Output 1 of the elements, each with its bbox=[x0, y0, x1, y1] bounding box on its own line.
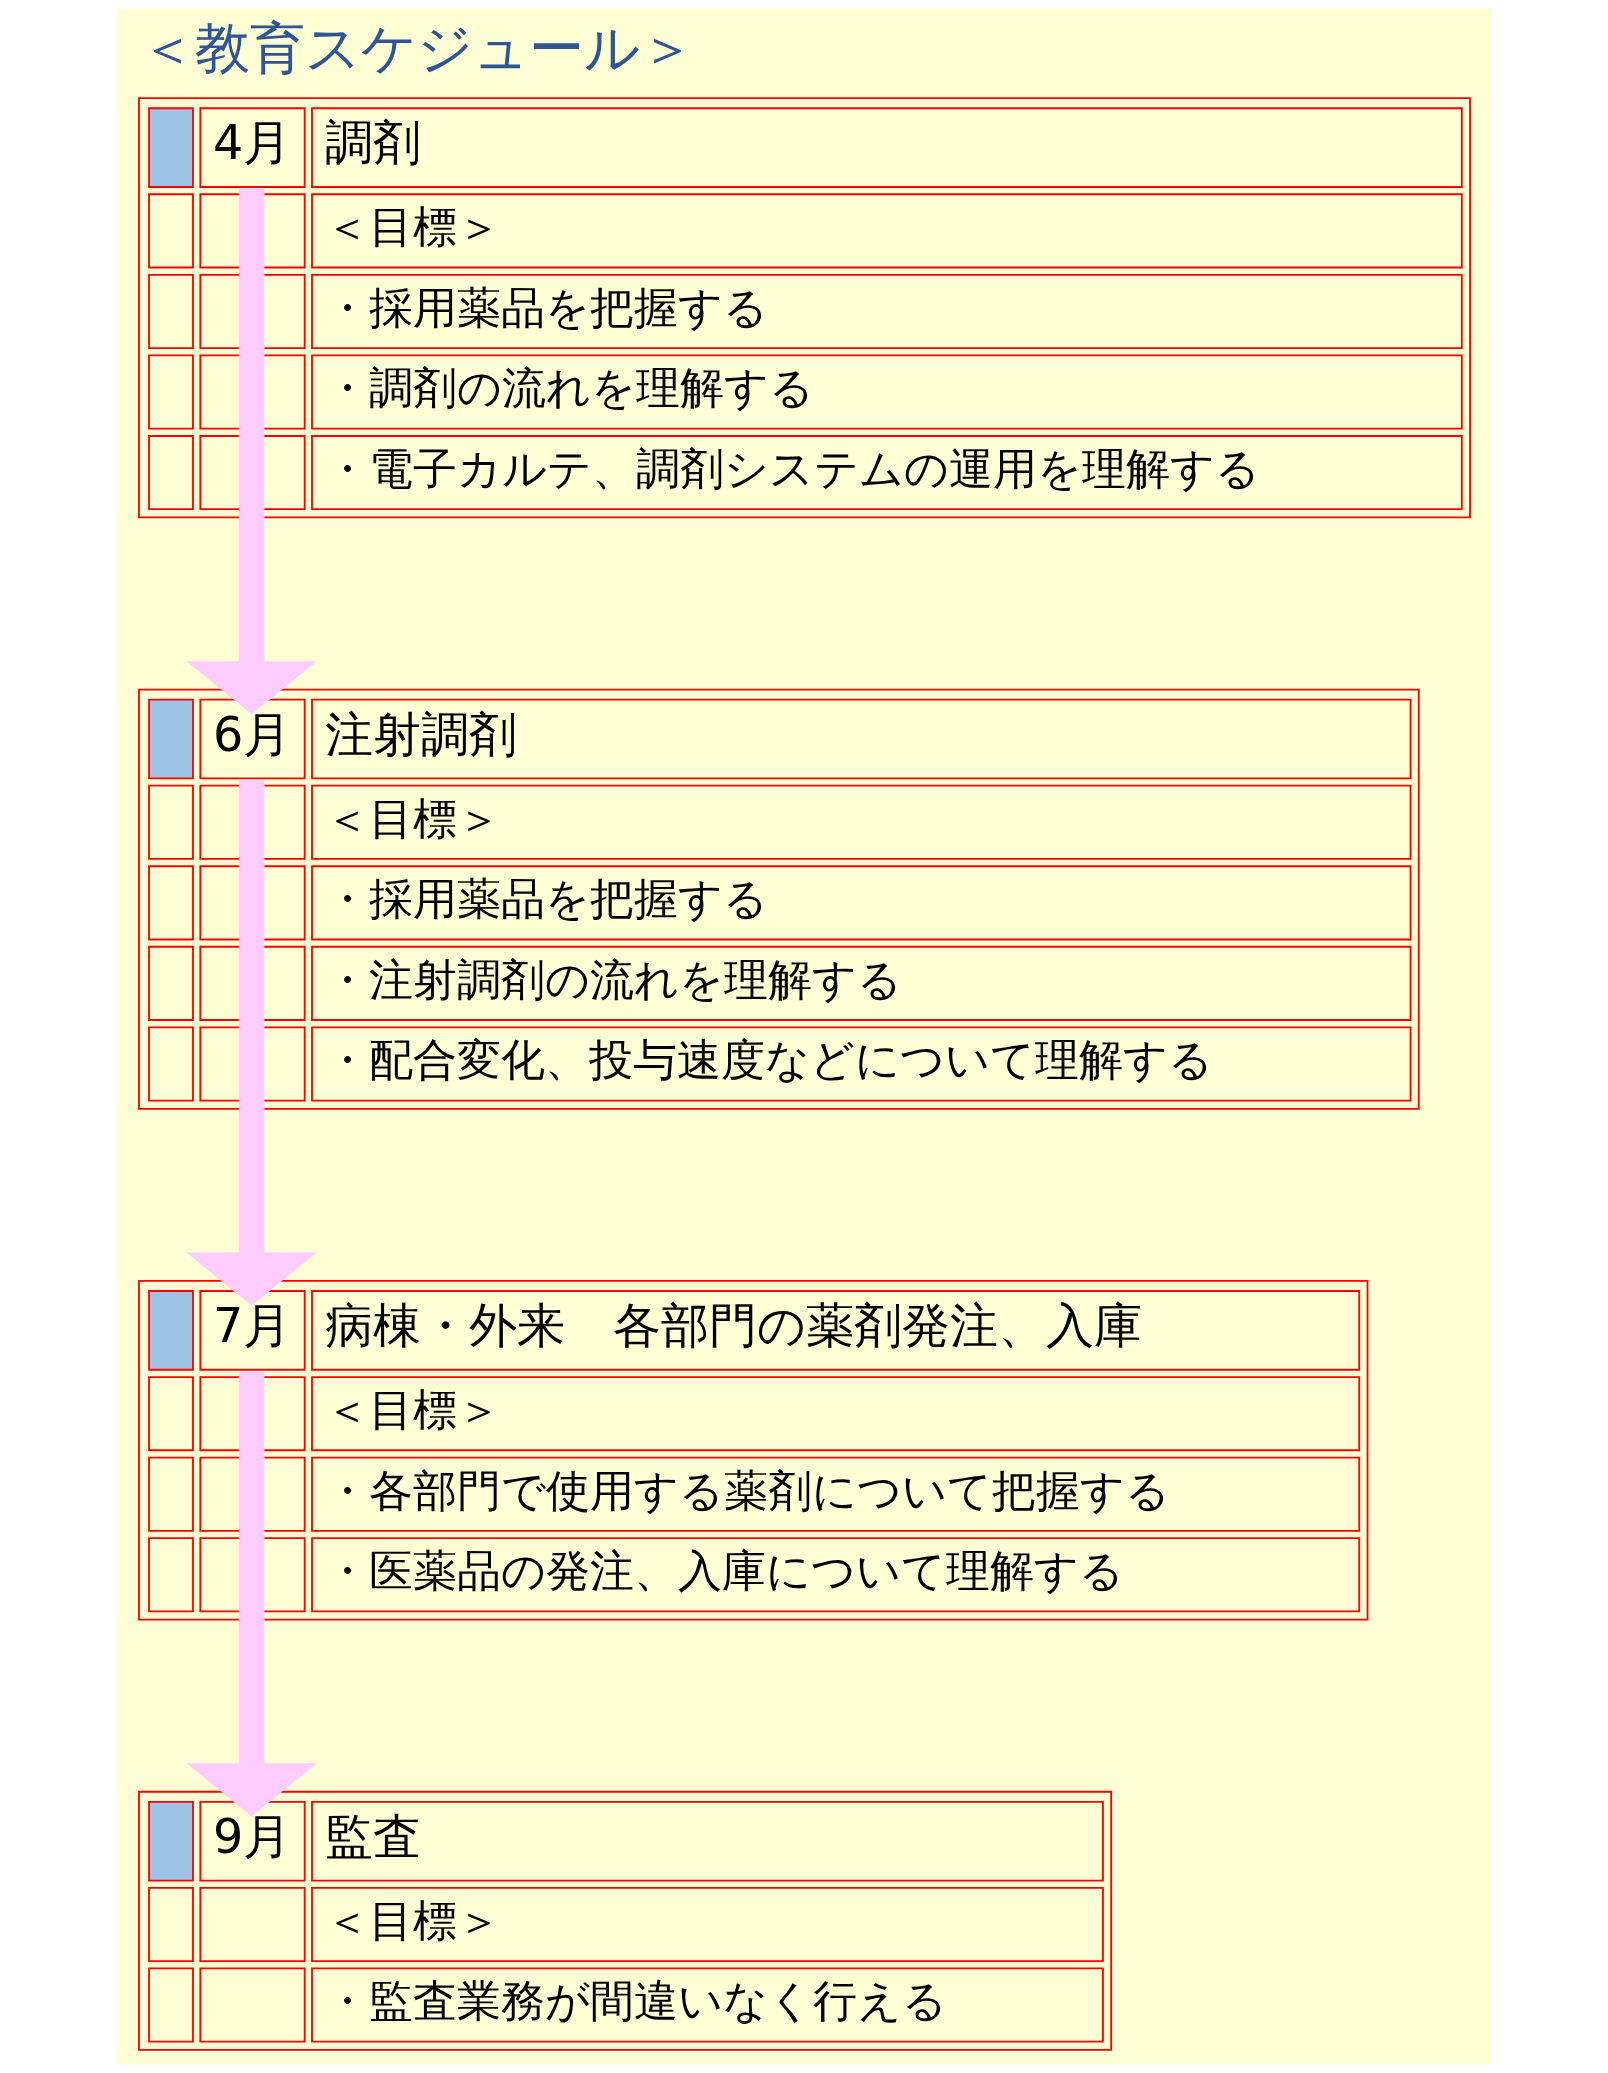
diagram-title: ＜教育スケジュール＞ bbox=[139, 16, 695, 81]
